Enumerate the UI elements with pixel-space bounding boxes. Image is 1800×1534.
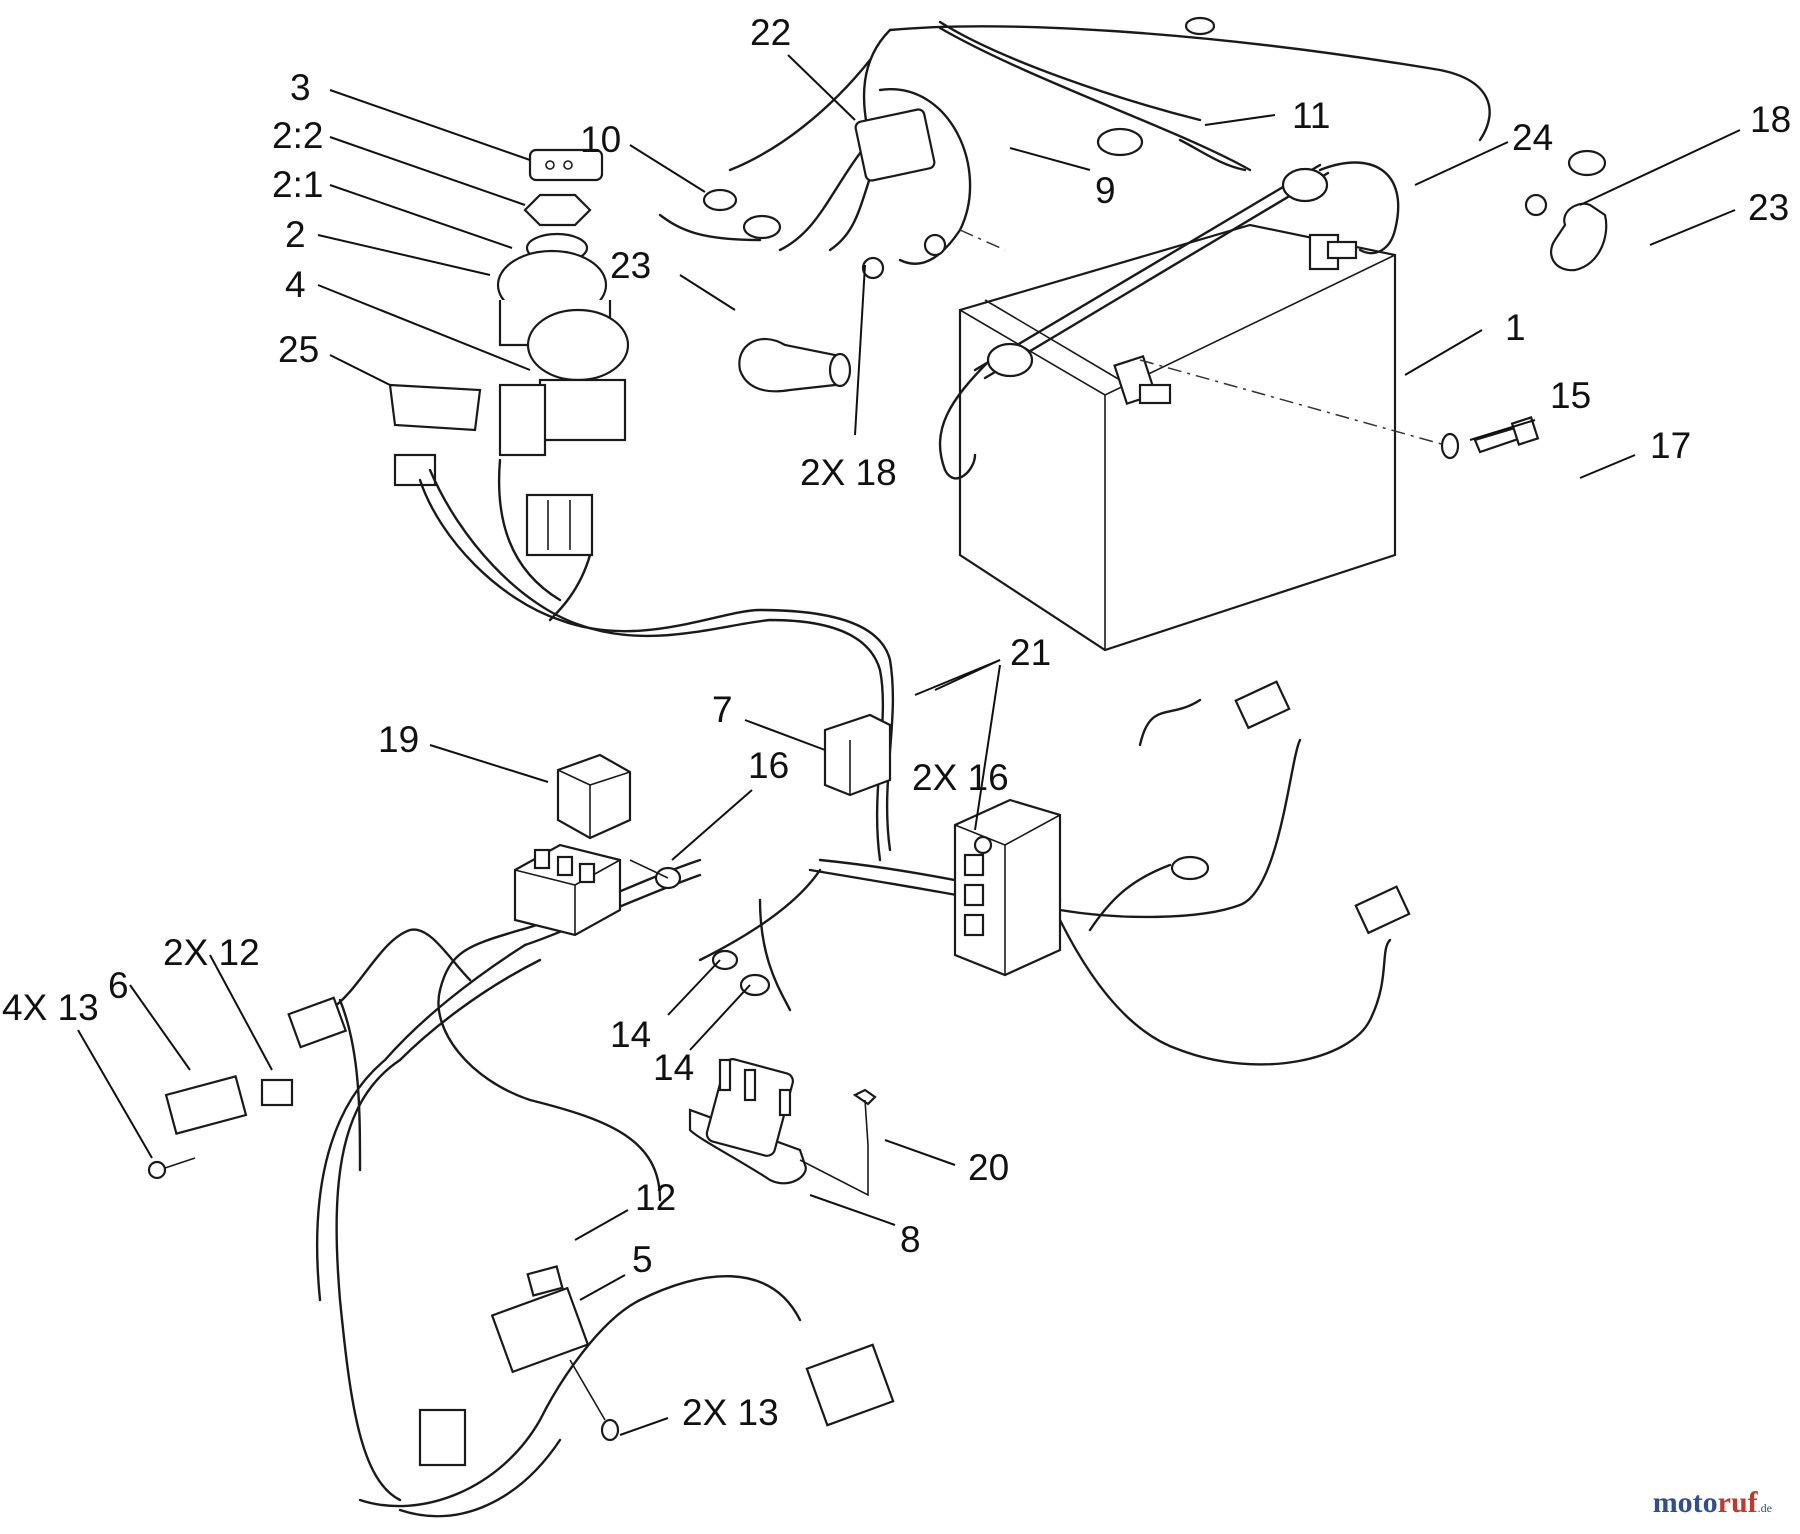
terminal-cap-right	[1524, 193, 1608, 272]
accessory-connectors	[1170, 680, 1411, 935]
battery	[958, 223, 1397, 652]
watermark-part-3: .de	[1757, 1501, 1772, 1515]
callout-15: 15	[1550, 375, 1591, 416]
watermark: motoruf.de	[1653, 1486, 1772, 1520]
callout-7: 7	[712, 689, 733, 730]
callout-21: 21	[1010, 632, 1051, 673]
callout-4: 4	[285, 264, 306, 305]
watermark-part-2: ruf	[1717, 1486, 1758, 1519]
callout-2-1: 2:1	[272, 164, 323, 205]
callout-2x16: 2X 16	[912, 757, 1009, 798]
callout-5: 5	[632, 1239, 653, 1280]
callout-23-left: 23	[610, 245, 651, 286]
callout-6: 6	[108, 965, 129, 1006]
callout-20: 20	[968, 1147, 1009, 1188]
callout-8: 8	[900, 1219, 921, 1260]
callout-2x13: 2X 13	[682, 1392, 779, 1433]
leader-lines	[77, 54, 1741, 1436]
callout-2x18: 2X 18	[800, 452, 897, 493]
callout-24: 24	[1512, 117, 1553, 158]
starter-solenoid	[688, 1058, 877, 1197]
callout-10: 10	[580, 119, 621, 160]
callout-14b: 14	[653, 1047, 694, 1088]
battery-cables	[658, 16, 1607, 280]
brake-switch	[490, 1265, 620, 1442]
callout-25: 25	[278, 329, 319, 370]
fuse-block	[513, 843, 622, 937]
hardware	[629, 859, 771, 997]
battery-hold-down-rod	[938, 161, 1400, 480]
callout-12: 12	[635, 1177, 676, 1218]
callout-2-2: 2:2	[272, 115, 323, 156]
connector-block	[953, 798, 1062, 977]
callout-labels: 1 2 2:1 2:2 3 4 5 6 7 8 9 10 11 12 2X 12…	[2, 12, 1791, 1433]
safety-switch	[823, 713, 892, 797]
callout-22: 22	[750, 12, 791, 53]
callout-19: 19	[378, 719, 419, 760]
pto-connectors	[418, 1343, 895, 1467]
callout-18: 18	[1750, 99, 1791, 140]
callout-17: 17	[1650, 425, 1691, 466]
callout-2x12: 2X 12	[163, 932, 260, 973]
callout-4x13: 4X 13	[2, 987, 99, 1028]
ignition-switch-assembly	[388, 148, 630, 557]
callout-2: 2	[285, 214, 306, 255]
battery-bolt	[959, 229, 1540, 460]
callout-9: 9	[1095, 170, 1116, 211]
callout-3: 3	[290, 67, 311, 108]
neutral-switch	[147, 996, 348, 1180]
callout-16: 16	[748, 745, 789, 786]
callout-1: 1	[1505, 307, 1526, 348]
terminal-cap-left	[738, 337, 852, 393]
watermark-part-1: moto	[1652, 1486, 1718, 1519]
callout-23-right: 23	[1748, 187, 1789, 228]
relay	[556, 753, 632, 840]
callout-11: 11	[1292, 95, 1330, 136]
callout-14a: 14	[610, 1014, 651, 1055]
